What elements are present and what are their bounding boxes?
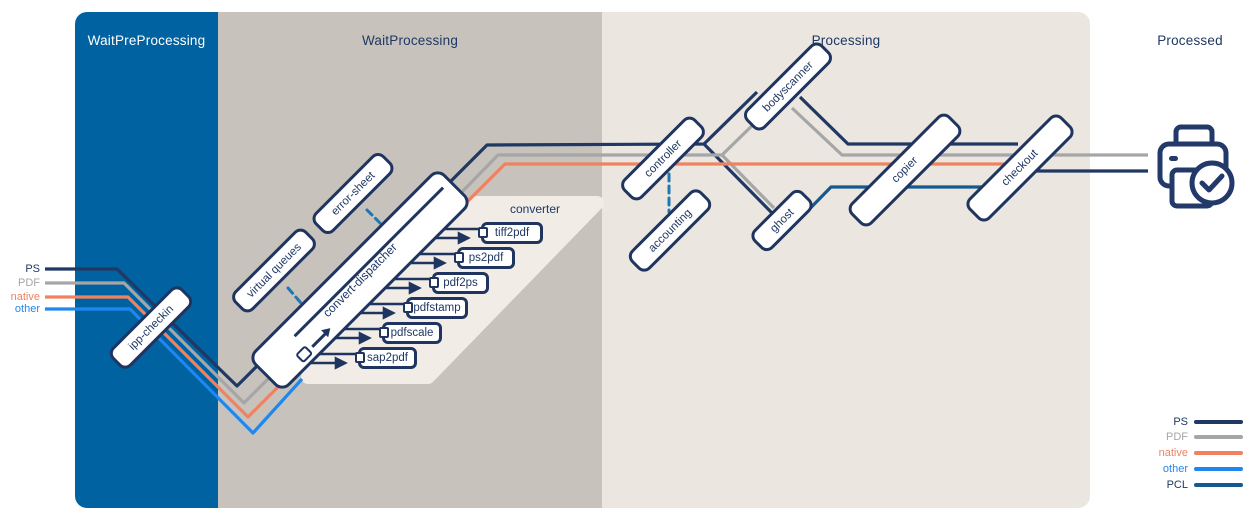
flow-line-ps (45, 90, 1148, 388)
dispatcher-arrow (311, 332, 327, 348)
dashed-connectors (286, 172, 671, 305)
converter-box-tiff2pdf: tiff2pdf (478, 222, 543, 244)
converter-port (403, 302, 413, 313)
legend-right-native: native (1158, 447, 1188, 459)
converter-box-pdf2ps: pdf2ps (429, 272, 489, 294)
converter-port (379, 327, 389, 338)
legend-left-pdf: PDF (18, 277, 40, 289)
converter-port (355, 352, 365, 363)
converter-box-label: pdf2ps (443, 277, 478, 289)
converter-box-label: pdfscale (390, 327, 434, 339)
converter-box-label: sap2pdf (367, 352, 408, 364)
zone-processing (602, 12, 1090, 508)
dispatcher-input-port (294, 345, 314, 364)
legend-left-native: native (10, 291, 40, 303)
converter-box-sap2pdf: sap2pdf (355, 347, 417, 369)
legend-right-pcl: PCL (1166, 479, 1188, 491)
converter-area-label: converter (510, 202, 561, 216)
zone-title-processed: Processed (1157, 33, 1223, 48)
converter-box-pdfscale: pdfscale (379, 322, 442, 344)
converter-port (478, 227, 488, 238)
zone-wait-preprocessing (75, 12, 218, 508)
zone-title-wait-processing: WaitProcessing (361, 33, 459, 48)
converter-box-pdfstamp: pdfstamp (403, 297, 468, 319)
zone-title-wait-preprocessing: WaitPreProcessing (87, 33, 206, 48)
legend-right-ps: PS (1173, 416, 1188, 428)
error-sheet-connector (365, 208, 382, 225)
flow-line-native (45, 162, 1012, 419)
printer-check-icon (1157, 124, 1235, 209)
converter-box-label: tiff2pdf (494, 227, 530, 239)
converter-connectors (309, 227, 485, 370)
converter-box-ps2pdf: ps2pdf (454, 247, 515, 269)
converter-port (429, 277, 439, 288)
converter-port (454, 252, 464, 263)
legend-right-lines (1194, 420, 1243, 487)
virtual-queues-connector (286, 286, 303, 305)
converter-box-label: pdfstamp (413, 302, 461, 314)
zone-title-processing: Processing (811, 33, 881, 48)
legend-right-other: other (1162, 463, 1188, 475)
legend-left-ps: PS (25, 263, 40, 275)
converter-box-label: ps2pdf (468, 252, 504, 264)
flow-line-other (45, 307, 304, 435)
legend-left-other: other (14, 303, 40, 315)
legend-right-pdf: PDF (1166, 431, 1188, 443)
